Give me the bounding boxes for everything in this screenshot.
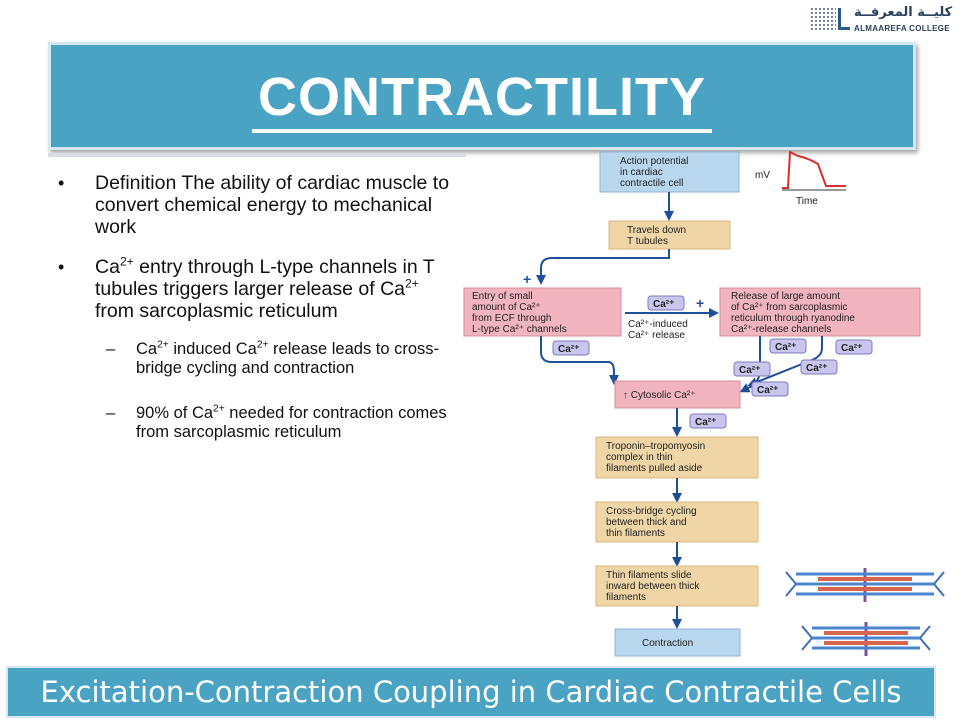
bullet-item: • Ca2+ entry through L-type channels in …: [58, 254, 450, 322]
bullet-text: from sarcoplasmic reticulum: [95, 300, 338, 322]
superscript: 2+: [157, 339, 169, 351]
bullet-list: • Definition The ability of cardiac musc…: [58, 172, 450, 456]
sub-bullet-dash-icon: –: [106, 340, 116, 358]
college-logo: كليــة المعرفــة ALMAAREFA COLLEGE: [810, 5, 953, 37]
superscript: 2+: [256, 339, 269, 351]
ca-ion-chip: [800, 359, 838, 375]
sub-bullet-text: induced Ca: [168, 340, 257, 358]
logo-grid-icon: [810, 7, 836, 31]
cross-bridge-box: [595, 501, 759, 543]
release-line: reticulum through ryanodine: [731, 313, 855, 324]
t-tubules-line: T tubules: [627, 236, 668, 247]
action-potential-box: [599, 151, 740, 193]
troponin-line: complex in thin: [606, 452, 673, 463]
entry-line: L-type Ca²⁺ channels: [472, 324, 567, 335]
action-potential-line: in cardiac: [620, 167, 663, 178]
logo-mark-icon: [838, 8, 850, 30]
filament-slide-line: filaments: [606, 592, 646, 603]
action-potential-trace: [782, 150, 846, 189]
cross-bridge-line: Cross-bridge cycling: [606, 506, 697, 517]
release-line: Ca²⁺-release channels: [731, 324, 831, 335]
ec-coupling-diagram: Action potential in cardiac contractile …: [463, 150, 945, 657]
entry-box: [463, 287, 622, 337]
sub-bullet-text: release leads to cross-bridge cycling an…: [136, 340, 440, 377]
cross-bridge-line: thin filaments: [606, 528, 665, 539]
bullet-dot-icon: •: [58, 257, 65, 277]
ca-ion-chip: [751, 381, 789, 397]
bullet-text: entry through L-type channels in T tubul…: [95, 256, 435, 300]
ca-ion-chip: [769, 338, 807, 354]
filament-slide-box: [595, 565, 759, 607]
footer-banner: Excitation-Contraction Coupling in Cardi…: [6, 666, 936, 718]
sub-bullet-dash-icon: –: [106, 404, 116, 422]
ca-ion-chip: [733, 361, 771, 377]
plus-sign: +: [523, 271, 531, 287]
filament-slide-line: Thin filaments slide: [606, 570, 692, 581]
sub-bullet-text: Ca: [136, 340, 158, 358]
ca-ion-label: Ca²⁺: [695, 417, 716, 428]
troponin-box: [595, 436, 759, 479]
cytosolic-label: ↑ Cytosolic Ca²⁺: [623, 390, 696, 401]
ca-ion-label: Ca²⁺: [757, 385, 778, 396]
footer-caption: Excitation-Contraction Coupling in Cardi…: [40, 675, 902, 709]
entry-line: amount of Ca²⁺: [472, 302, 541, 313]
flow-arrow: [540, 336, 619, 385]
entry-line: from ECF through: [472, 313, 551, 324]
ca-ion-label: Ca²⁺: [806, 363, 827, 374]
ca-ion-label: Ca²⁺: [739, 365, 760, 376]
ca-ion-label: Ca²⁺: [558, 344, 579, 355]
action-potential-line: Action potential: [620, 156, 688, 167]
action-potential-line: contractile cell: [620, 178, 683, 189]
flow-arrow: [536, 249, 670, 285]
entry-line: Entry of small: [472, 291, 533, 302]
contraction-label: Contraction: [642, 638, 693, 649]
troponin-line: filaments pulled aside: [606, 463, 703, 474]
ca-ion-chip: [647, 295, 685, 311]
cross-bridge-line: between thick and: [606, 517, 687, 528]
bullet-text: Ca: [95, 256, 120, 278]
plus-sign: +: [696, 295, 704, 311]
logo-arabic-text: كليــة المعرفــة: [854, 5, 953, 20]
bullet-dot-icon: •: [58, 173, 65, 193]
superscript: 2+: [405, 276, 419, 291]
sub-bullet-text: needed for contraction comes from sarcop…: [136, 404, 447, 441]
title-divider: [48, 153, 466, 157]
page-title: CONTRACTILITY: [252, 65, 712, 133]
sarcomere-contracted-icon: [801, 622, 931, 656]
ca-ion-chip: [835, 339, 873, 355]
t-tubules-line: Travels down: [627, 225, 686, 236]
t-tubules-box: [608, 220, 731, 250]
sub-bullet-item: – 90% of Ca2+ needed for contraction com…: [58, 404, 450, 442]
release-line: of Ca²⁺ from sarcoplasmic: [731, 302, 847, 313]
superscript: 2+: [119, 254, 134, 269]
title-banner: CONTRACTILITY: [48, 42, 916, 150]
induced-line: Ca²⁺ release: [628, 330, 685, 341]
graph-time-label: Time: [796, 196, 818, 207]
footer: Excitation-Contraction Coupling in Cardi…: [0, 662, 960, 720]
logo-english-text: ALMAAREFA COLLEGE: [854, 24, 950, 33]
contraction-box: [614, 628, 741, 657]
troponin-line: Troponin–tropomyosin: [606, 441, 705, 452]
induced-line: Ca²⁺-induced: [628, 319, 688, 330]
sub-bullet-item: – Ca2+ induced Ca2+ release leads to cro…: [58, 340, 450, 378]
ca-ion-chip: [689, 413, 727, 429]
superscript: 2+: [213, 403, 225, 415]
cytosolic-box: [614, 380, 741, 409]
ca-ion-label: Ca²⁺: [841, 343, 862, 354]
bullet-definition-text: Definition The ability of cardiac muscle…: [95, 172, 450, 238]
release-line: Release of large amount: [731, 291, 840, 302]
ca-ion-label: Ca²⁺: [775, 342, 796, 353]
ca-ion-chip: [552, 340, 590, 356]
sarcomere-relaxed-icon: [785, 568, 945, 602]
sub-bullet-text: 90% of Ca: [136, 404, 214, 422]
bullet-item: • Definition The ability of cardiac musc…: [58, 172, 450, 238]
ca-ion-label: Ca²⁺: [653, 299, 674, 310]
filament-slide-line: inward between thick: [606, 581, 700, 592]
release-box: [719, 287, 921, 337]
graph-mv-label: mV: [755, 170, 770, 181]
